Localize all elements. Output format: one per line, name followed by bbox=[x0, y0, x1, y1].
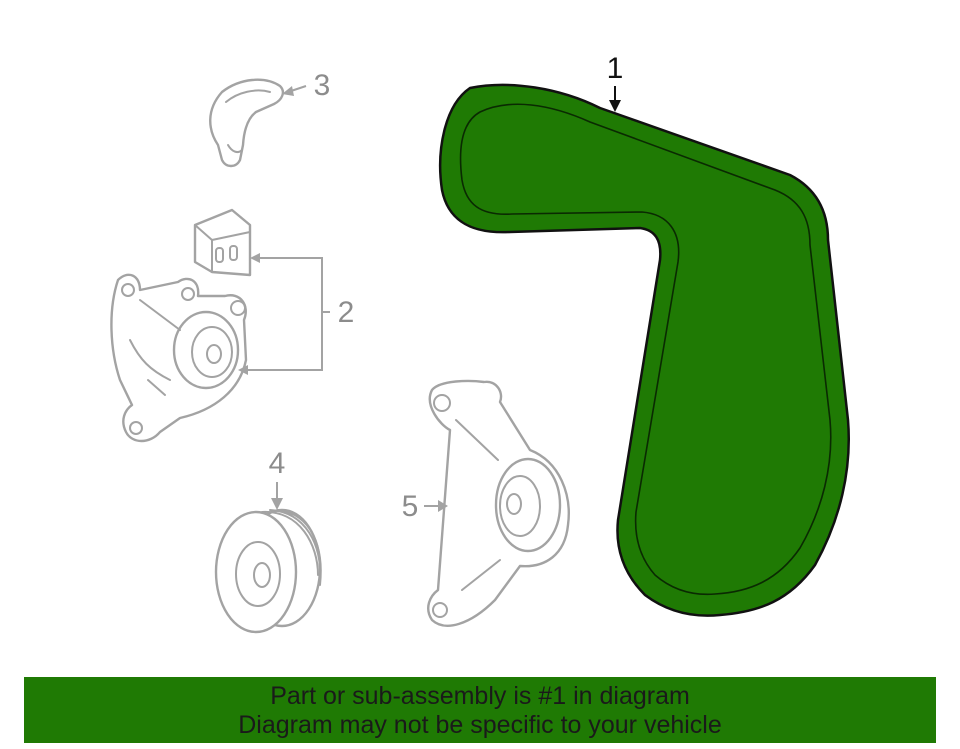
idler-pulley-face bbox=[499, 475, 541, 537]
bracket-slot-left bbox=[215, 247, 224, 263]
callout-2-arrowhead-bottom bbox=[238, 365, 248, 375]
callout-5-label: 5 bbox=[402, 490, 419, 523]
pulley-recess bbox=[235, 541, 281, 607]
callout-1-label: 1 bbox=[607, 52, 624, 85]
callout-2-arrowhead-top bbox=[250, 253, 260, 263]
idler-bracket-top-hole bbox=[433, 394, 451, 412]
tensioner-arm-detail bbox=[129, 299, 181, 396]
tensioner-pulley-hub bbox=[206, 344, 222, 364]
callout-2: 2 bbox=[238, 253, 354, 375]
bracket-outline bbox=[193, 208, 252, 277]
idler-pulley-hub bbox=[506, 493, 522, 515]
footer-banner: Part or sub-assembly is #1 in diagram Di… bbox=[24, 677, 936, 743]
callout-4: 4 bbox=[269, 447, 286, 510]
callout-2-label: 2 bbox=[338, 296, 355, 329]
part-2-tensioner[interactable] bbox=[110, 273, 248, 443]
callout-3-arrowhead bbox=[282, 86, 294, 96]
footer-line-1: Part or sub-assembly is #1 in diagram bbox=[270, 682, 690, 710]
tensioner-mount-hole-3 bbox=[230, 300, 246, 316]
callout-5: 5 bbox=[402, 490, 448, 523]
tensioner-pulley-face bbox=[191, 326, 233, 378]
part-2-tensioner-bracket[interactable] bbox=[193, 208, 252, 277]
bracket-slot-right bbox=[229, 245, 238, 261]
part-3-lip bbox=[227, 144, 243, 154]
pulley-front-face bbox=[214, 510, 298, 634]
bracket-fold bbox=[194, 224, 251, 273]
callout-4-label: 4 bbox=[269, 447, 286, 480]
part-3-inner-edge bbox=[225, 89, 271, 103]
tensioner-mount-hole-2 bbox=[181, 287, 195, 301]
part-4-pulley[interactable] bbox=[214, 508, 322, 634]
callout-1: 1 bbox=[607, 52, 624, 112]
callout-5-arrowhead bbox=[438, 500, 448, 512]
tensioner-mount-hole-1 bbox=[121, 283, 135, 297]
footer-banner-background bbox=[24, 677, 936, 743]
idler-pulley-outer bbox=[494, 457, 562, 553]
callout-3-label: 3 bbox=[314, 69, 331, 102]
part-3-cover[interactable] bbox=[209, 78, 285, 168]
part-1-drive-belt[interactable] bbox=[438, 83, 850, 617]
callout-4-arrowhead bbox=[271, 498, 283, 510]
part-5-idler-bracket[interactable] bbox=[427, 379, 570, 627]
pulley-center-bore bbox=[253, 562, 271, 588]
callout-2-bracket-leader bbox=[244, 257, 330, 371]
pulley-grooves bbox=[261, 509, 322, 586]
footer-line-2: Diagram may not be specific to your vehi… bbox=[238, 711, 722, 739]
callout-3: 3 bbox=[282, 69, 330, 102]
belt-inner-edge bbox=[459, 103, 832, 596]
callout-1-arrowhead bbox=[609, 100, 621, 112]
tensioner-mount-hole-4 bbox=[129, 421, 143, 435]
belt-outer-shape bbox=[438, 83, 850, 617]
idler-bracket-bottom-hole bbox=[432, 602, 448, 618]
idler-bracket-rib bbox=[455, 419, 501, 591]
